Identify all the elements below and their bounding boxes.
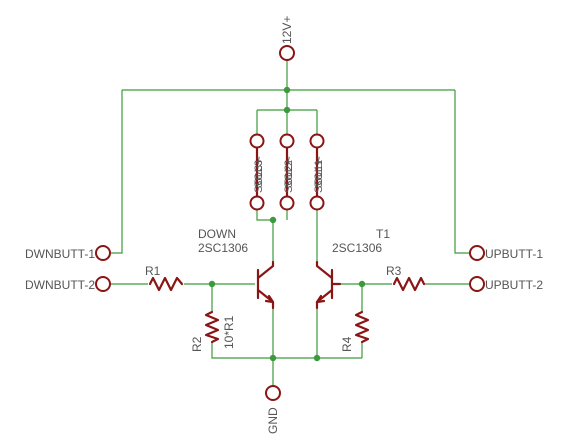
resistor-r2-symbol	[204, 310, 220, 344]
resistor-symbols	[148, 276, 426, 344]
connector-pad[interactable]	[309, 133, 325, 149]
resistor-r4-ref: R4	[340, 336, 354, 352]
connector-pad[interactable]	[279, 133, 295, 149]
terminal-upbutt1-pad[interactable]	[469, 245, 485, 261]
resistor-r2-ref: R2	[190, 336, 204, 352]
net-label-upbutt-2: UPBUTT-2	[485, 278, 543, 292]
transistor-down-arrow	[264, 294, 275, 304]
junction-dot	[269, 216, 277, 224]
transistor-down-ref: DOWN	[198, 227, 236, 241]
junction-dot	[283, 86, 291, 94]
transistor-down	[256, 260, 275, 310]
resistor-r4-symbol	[354, 310, 370, 344]
connector-label: SOL3-	[253, 156, 265, 188]
transistor-t1-collector	[315, 260, 334, 280]
terminal-dwnbutt2-pad[interactable]	[95, 276, 111, 292]
connector-label: SOL1-	[313, 156, 325, 188]
connector-label: SOL2-	[283, 156, 295, 188]
connector-pad[interactable]	[309, 195, 325, 211]
wire-right-drop	[454, 90, 470, 254]
resistor-r1-ref: R1	[145, 264, 161, 278]
resistor-r3-ref: R3	[386, 264, 402, 278]
junction-dot	[358, 280, 366, 288]
connector-pad[interactable]	[249, 133, 265, 149]
terminal-upbutt2-pad[interactable]	[469, 276, 485, 292]
junctions	[208, 86, 366, 362]
resistor-r2-value: 10*R1	[222, 315, 236, 349]
junction-dot	[269, 354, 277, 362]
wire-left-drop	[110, 90, 123, 254]
terminal-12v-pad[interactable]	[279, 45, 295, 61]
net-label-12v: 12V+	[280, 16, 294, 44]
junction-dot	[313, 354, 321, 362]
transistor-t1-arrow	[315, 294, 326, 304]
terminal-dwnbutt1-pad[interactable]	[95, 245, 111, 261]
resistor-r3-symbol	[392, 276, 426, 292]
net-label-dwnbutt-1: DWNBUTT-1	[25, 247, 95, 261]
terminal-gnd-pad[interactable]	[265, 385, 281, 401]
transistor-down-value: 2SC1306	[198, 241, 248, 255]
connector-label: SOL2+	[283, 158, 295, 193]
labels: 12V+ GND DWNBUTT-1 DWNBUTT-2 UPBUTT-1 UP…	[25, 16, 543, 434]
connector-label: SOL1+	[313, 158, 325, 193]
net-label-dwnbutt-2: DWNBUTT-2	[25, 278, 95, 292]
transistor-down-collector	[256, 260, 275, 280]
transistor-t1-ref: T1	[376, 227, 390, 241]
transistor-t1-value: 2SC1306	[332, 241, 382, 255]
connector-pins	[249, 133, 325, 211]
terminal-pads	[95, 45, 485, 401]
connector-pad[interactable]	[249, 195, 265, 211]
wires	[110, 60, 470, 385]
transistor-t1	[315, 260, 342, 310]
resistor-r1-symbol	[148, 276, 184, 292]
connector-label: SOL3+	[253, 158, 265, 193]
net-label-gnd: GND	[266, 407, 280, 434]
junction-dot	[208, 280, 216, 288]
wire-r2-bottom	[211, 342, 362, 359]
connector-pad[interactable]	[279, 195, 295, 211]
wire-connector-left-bottom	[256, 209, 274, 262]
junction-dot	[283, 106, 291, 114]
net-label-upbutt-1: UPBUTT-1	[485, 247, 543, 261]
